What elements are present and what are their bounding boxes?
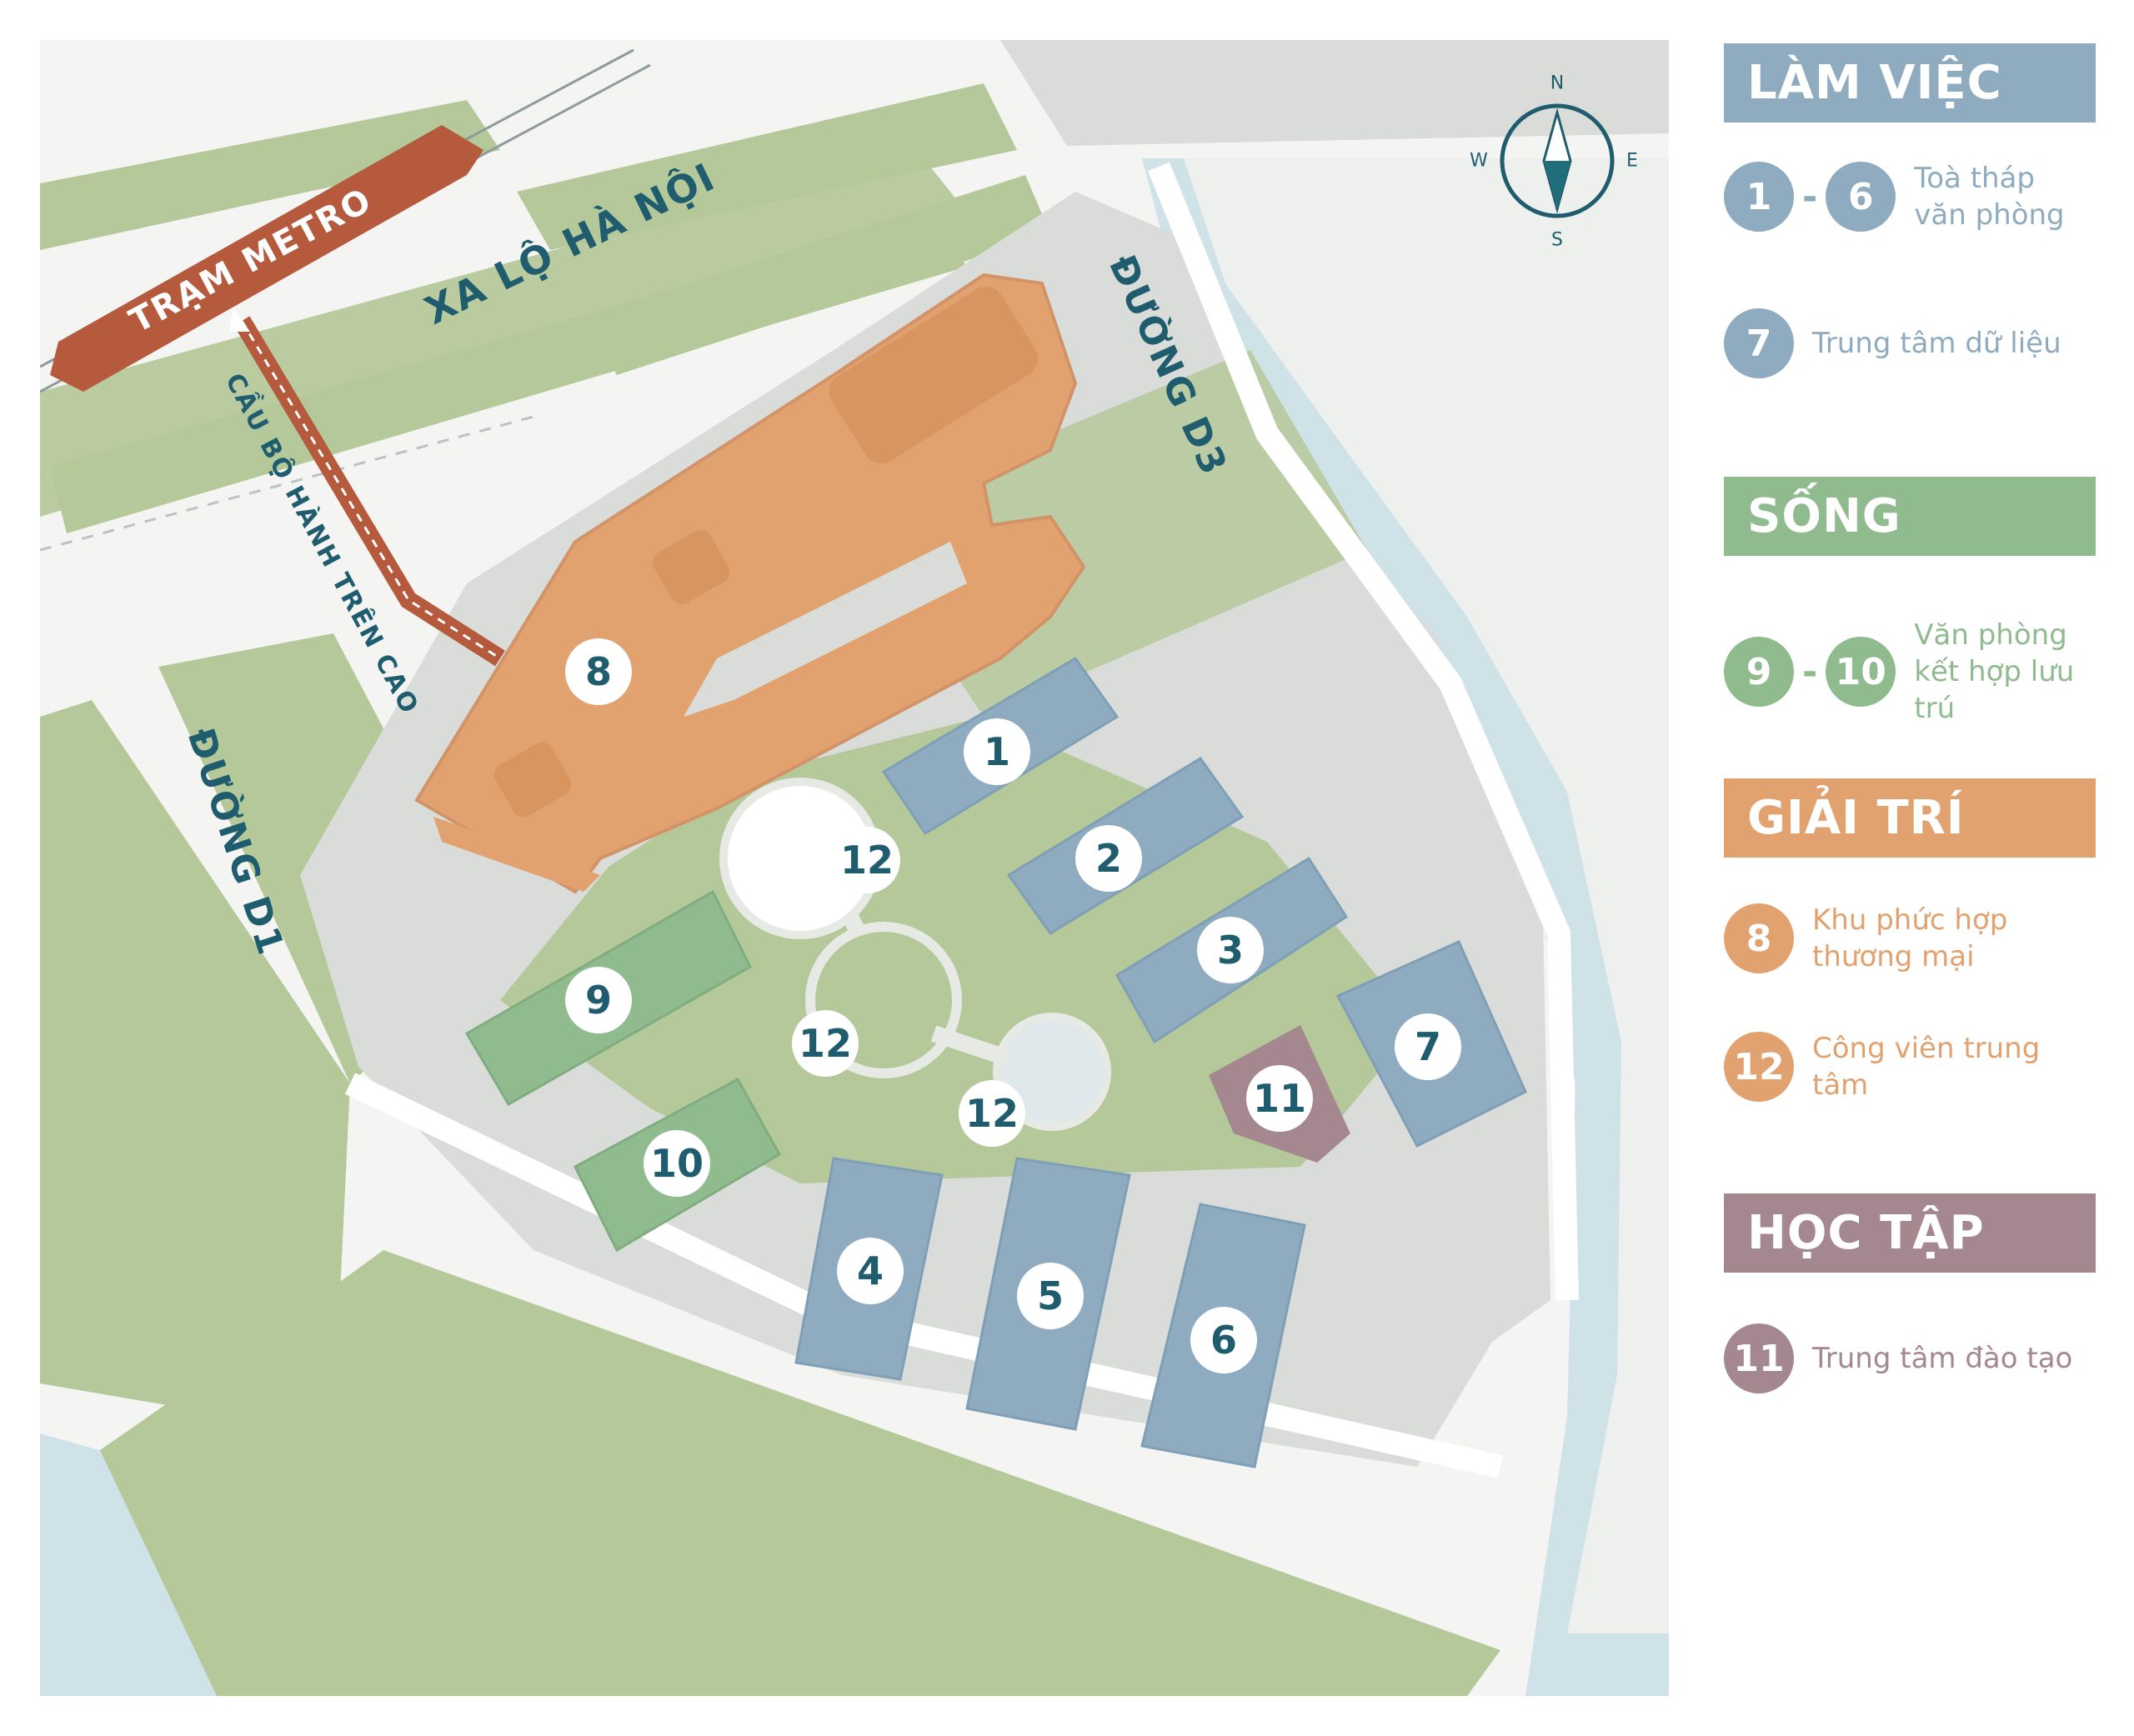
svg-text:11: 11: [1253, 1076, 1306, 1121]
legend-header-entertainment: GIẢI TRÍ: [1724, 778, 2096, 858]
legend-item-commercial: 8 Khu phức hợp thương mại: [1724, 902, 2079, 975]
marker-2[interactable]: 2: [1075, 825, 1142, 892]
marker-4[interactable]: 4: [837, 1238, 904, 1304]
legend-item-live-work: 9 - 10 Văn phòng kết hợp lưu trú: [1724, 617, 2089, 727]
building-8-roof-top: [829, 286, 1039, 464]
west-grass-field: [40, 700, 350, 1433]
legend-badge-10: 10: [1826, 637, 1896, 707]
highway-grass-strips: [40, 83, 1050, 533]
legend-header-working: LÀM VIỆC: [1724, 43, 2096, 123]
marker-3[interactable]: 3: [1197, 917, 1264, 983]
metro-station-shape: [50, 125, 483, 392]
south-grass: [100, 1250, 1500, 1696]
svg-text:2: 2: [1095, 836, 1122, 881]
legend-badge-9: 9: [1724, 637, 1794, 707]
legend-dash: -: [1802, 650, 1818, 693]
svg-text:7: 7: [1415, 1024, 1441, 1069]
marker-12-north[interactable]: 12: [834, 827, 900, 893]
marker-5[interactable]: 5: [1017, 1263, 1084, 1329]
marker-10[interactable]: 10: [644, 1130, 710, 1197]
legend-label-data-center: Trung tâm dữ liệu: [1812, 327, 2061, 360]
svg-text:W: W: [1470, 151, 1488, 172]
legend-item-data-center: 7 Trung tâm dữ liệu: [1724, 308, 2079, 378]
marker-1[interactable]: 1: [964, 718, 1030, 785]
legend-badge-11: 11: [1724, 1323, 1794, 1393]
park-circles: [719, 778, 1111, 1131]
map-markers: 8 1 2 3 4 5 6 7 9 10 11 12 12 12: [565, 638, 1461, 1373]
svg-text:8: 8: [585, 649, 612, 694]
legend-header-living: SỐNG: [1724, 477, 2096, 556]
svg-text:S: S: [1551, 230, 1563, 251]
skybridge-arrow-icon: [229, 308, 250, 332]
svg-text:12: 12: [965, 1091, 1019, 1136]
legend-dash: -: [1802, 175, 1818, 218]
marker-11[interactable]: 11: [1246, 1065, 1313, 1132]
marker-12-middle[interactable]: 12: [792, 1010, 859, 1077]
legend-item-training: 11 Trung tâm đào tạo: [1724, 1323, 2079, 1393]
svg-text:E: E: [1626, 151, 1638, 172]
building-8-roof-mid: [652, 529, 730, 605]
svg-text:4: 4: [857, 1248, 884, 1293]
building-8-roof-low: [493, 742, 572, 818]
legend-label-park: Công viên trung tâm: [1812, 1032, 2041, 1102]
building-8-courtyard: [684, 542, 967, 717]
north-plot: [1000, 40, 1669, 146]
marker-9[interactable]: 9: [565, 967, 632, 1033]
svg-text:12: 12: [799, 1021, 852, 1066]
marker-6[interactable]: 6: [1190, 1307, 1257, 1373]
building-8-base: [433, 817, 600, 892]
svg-text:10: 10: [650, 1141, 704, 1186]
building-8-commercial-complex[interactable]: [414, 273, 1086, 894]
legend-badge-6: 6: [1826, 162, 1896, 232]
river-bank-plot: [1184, 158, 1669, 1633]
legend-label-live-work: Văn phòng kết hợp lưu trú: [1914, 618, 2075, 725]
marker-8[interactable]: 8: [565, 638, 632, 705]
legend-item-office-towers: 1 - 6 Toà tháp văn phòng: [1724, 160, 2089, 233]
legend-badge-1: 1: [1724, 162, 1794, 232]
legend-label-training: Trung tâm đào tạo: [1812, 1342, 2073, 1375]
svg-text:6: 6: [1210, 1318, 1237, 1363]
legend-label-office-towers: Toà tháp văn phòng: [1914, 162, 2065, 232]
marker-7[interactable]: 7: [1395, 1013, 1461, 1080]
legend-item-park: 12 Công viên trung tâm: [1724, 1030, 2079, 1103]
marker-12-south[interactable]: 12: [959, 1080, 1025, 1147]
legend-header-learning: HỌC TẬP: [1724, 1193, 2096, 1273]
svg-text:N: N: [1550, 73, 1564, 94]
legend-badge-8: 8: [1724, 903, 1794, 973]
svg-text:9: 9: [585, 978, 612, 1023]
legend-badge-7: 7: [1724, 308, 1794, 378]
svg-text:5: 5: [1037, 1273, 1064, 1318]
svg-text:3: 3: [1217, 928, 1244, 973]
svg-text:1: 1: [984, 729, 1010, 774]
svg-text:12: 12: [840, 838, 894, 883]
compass-icon: N S E W: [1470, 73, 1638, 251]
legend-badge-12: 12: [1724, 1032, 1794, 1102]
legend-label-commercial: Khu phức hợp thương mại: [1812, 903, 2008, 973]
